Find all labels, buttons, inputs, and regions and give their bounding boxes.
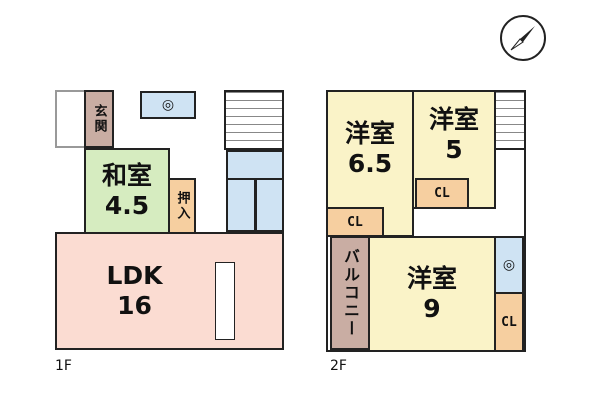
closet-room-9: CL [494,292,524,352]
toilet-icon: ◎ [502,257,516,273]
washbasin [226,150,284,180]
compass-icon [500,15,546,61]
bathtub [255,178,284,232]
oshiire-closet: 押入 [168,178,196,234]
toilet-1f: ◎ [140,91,196,119]
closet-room-6-5: CL [326,207,384,237]
room-9-name: 洋室 [406,264,457,293]
floor-1-label: 1F [55,358,72,374]
room-9: 洋室 9 [368,236,496,352]
room-6-5-name: 洋室 [344,118,395,148]
balcony: バルコニー [330,236,370,350]
entrance-area [55,90,86,148]
washitsu-name: 和室 [101,161,152,190]
stairs-2f [494,90,526,150]
ldk-size: 16 [117,291,152,320]
washitsu-room: 和室 4.5 [84,148,170,234]
room-6-5-size: 6.5 [347,148,393,178]
kitchen-counter [215,262,235,340]
stairs-1f [224,90,284,150]
ldk-room: LDK 16 [55,232,284,350]
bathroom-area [226,178,256,232]
floor-2-label: 2F [330,358,347,374]
washitsu-size: 4.5 [104,191,150,220]
ldk-name: LDK [106,261,163,290]
closet-room-5: CL [415,178,469,209]
toilet-2f: ◎ [494,236,524,294]
room-5-name: 洋室 [428,104,479,134]
genkan-room: 玄関 [84,90,114,148]
toilet-icon: ◎ [161,97,175,113]
room-5-size: 5 [445,134,463,164]
room-9-size: 9 [423,294,441,323]
